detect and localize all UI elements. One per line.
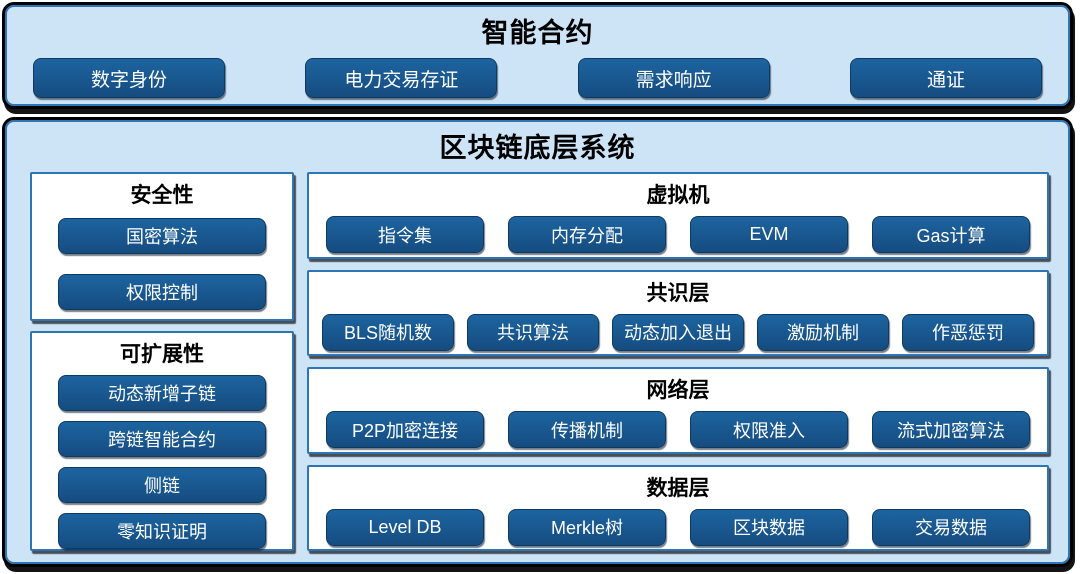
- data-node-button[interactable]: Level DB: [326, 508, 484, 546]
- network-node-button[interactable]: 流式加密算法: [872, 411, 1030, 448]
- security-node-button[interactable]: 国密算法: [58, 218, 266, 254]
- consensus-node-button[interactable]: BLS随机数: [322, 313, 454, 351]
- virtual-machine-nodes: 指令集内存分配 EVM Gas计算: [309, 216, 1047, 253]
- data-node-button[interactable]: Merkle树: [508, 508, 666, 546]
- consensus-node-button[interactable]: 作恶惩罚: [902, 313, 1034, 351]
- network-node-button[interactable]: P2P加密连接: [326, 411, 484, 448]
- section-security-nodes: 国密算法权限控制: [32, 218, 292, 310]
- section-scalability-title: 可扩展性: [120, 343, 204, 366]
- consensus-layer-nodes: BLS随机数共识算法动态加入退出激励机制作恶惩罚: [309, 313, 1047, 351]
- app-node-button[interactable]: 数字身份: [33, 58, 225, 98]
- network-node-button[interactable]: 传播机制: [508, 411, 666, 448]
- virtual-machine-node-button[interactable]: 内存分配: [508, 216, 666, 253]
- section-security-title: 安全性: [130, 184, 194, 207]
- right-column: 虚拟机 指令集内存分配 EVM Gas计算 共识层 BLS随机数共识算法动态加入退出…: [307, 172, 1049, 551]
- section-network-layer: 网络层 P2P加密连接传播机制权限准入流式加密算法: [307, 367, 1049, 454]
- scalability-node-button[interactable]: 零知识证明: [58, 513, 266, 549]
- app-node-button[interactable]: 通证: [849, 58, 1042, 98]
- virtual-machine-node-button[interactable]: EVM: [690, 216, 848, 253]
- app-node-button[interactable]: 电力交易存证: [305, 58, 498, 98]
- network-node-button[interactable]: 权限准入: [690, 411, 848, 448]
- section-data-layer-title: 数据层: [646, 476, 710, 500]
- consensus-node-button[interactable]: 动态加入退出: [612, 313, 744, 351]
- app-node-button[interactable]: 需求响应: [577, 58, 770, 98]
- scalability-node-button[interactable]: 跨链智能合约: [58, 421, 266, 457]
- section-consensus-layer: 共识层 BLS随机数共识算法动态加入退出激励机制作恶惩罚: [307, 269, 1049, 356]
- base-system-title: 区块链底层系统: [439, 133, 636, 163]
- virtual-machine-node-button[interactable]: 指令集: [326, 216, 484, 253]
- section-virtual-machine: 虚拟机 指令集内存分配 EVM Gas计算: [307, 172, 1049, 259]
- smart-contract-panel: 智能合约 数字身份 电力交易存证 需求响应 通证: [2, 2, 1073, 109]
- data-node-button[interactable]: 交易数据: [872, 508, 1030, 546]
- scalability-node-button[interactable]: 侧链: [58, 467, 266, 503]
- section-virtual-machine-title: 虚拟机: [646, 184, 710, 207]
- data-layer-nodes: Level DB Merkle树区块数据交易数据: [309, 508, 1047, 546]
- section-security: 安全性 国密算法权限控制: [30, 172, 294, 321]
- section-scalability-nodes: 动态新增子链跨链智能合约侧链零知识证明: [32, 375, 292, 549]
- section-consensus-layer-title: 共识层: [646, 281, 710, 305]
- virtual-machine-node-button[interactable]: Gas计算: [872, 216, 1030, 253]
- smart-contract-title: 智能合约: [481, 18, 594, 48]
- scalability-node-button[interactable]: 动态新增子链: [58, 375, 266, 411]
- security-node-button[interactable]: 权限控制: [58, 274, 266, 310]
- base-system-panel: 区块链底层系统 安全性 国密算法权限控制 可扩展性 动态新增子链跨链智能合约侧链…: [2, 117, 1073, 567]
- section-scalability: 可扩展性 动态新增子链跨链智能合约侧链零知识证明: [30, 331, 294, 551]
- network-layer-nodes: P2P加密连接传播机制权限准入流式加密算法: [309, 411, 1047, 448]
- consensus-node-button[interactable]: 共识算法: [467, 313, 599, 351]
- data-node-button[interactable]: 区块数据: [690, 508, 848, 546]
- consensus-node-button[interactable]: 激励机制: [757, 313, 889, 351]
- section-network-layer-title: 网络层: [646, 379, 710, 402]
- base-system-content: 安全性 国密算法权限控制 可扩展性 动态新增子链跨链智能合约侧链零知识证明 虚拟…: [5, 166, 1070, 564]
- section-data-layer: 数据层 Level DB Merkle树区块数据交易数据: [307, 464, 1049, 551]
- smart-contract-apps: 数字身份 电力交易存证 需求响应 通证: [5, 58, 1070, 98]
- left-column: 安全性 国密算法权限控制 可扩展性 动态新增子链跨链智能合约侧链零知识证明: [30, 172, 294, 551]
